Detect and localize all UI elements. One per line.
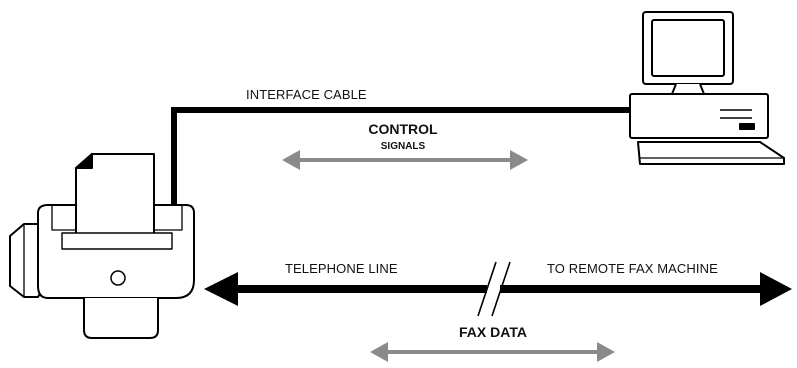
interface-cable-label: INTERFACE CABLE [246, 87, 367, 102]
interface-cable [171, 107, 634, 215]
line-break-marker [477, 261, 511, 317]
fax-data-arrow [370, 342, 615, 362]
control-label: CONTROL [368, 121, 438, 137]
fax-machine-icon [9, 153, 195, 339]
telephone-line-label: TELEPHONE LINE [285, 261, 398, 276]
signals-label: SIGNALS [381, 141, 426, 152]
fax-data-label: FAX DATA [459, 324, 527, 340]
telephone-line-arrow [204, 272, 792, 306]
computer-icon [629, 11, 785, 165]
control-signals-arrow [282, 150, 528, 170]
to-remote-label: TO REMOTE FAX MACHINE [547, 261, 718, 276]
